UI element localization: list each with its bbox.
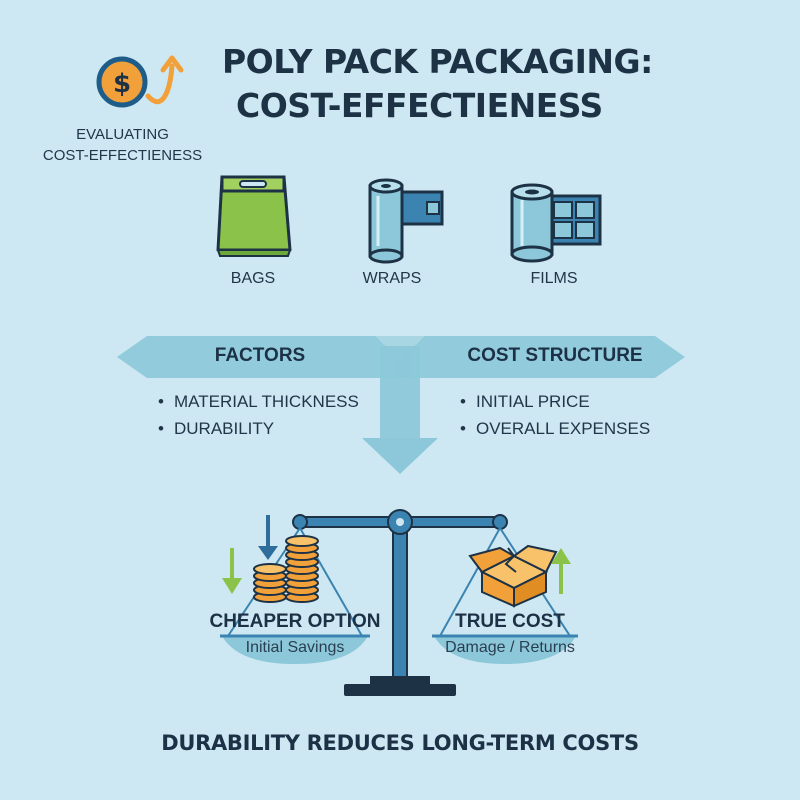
coin-stack-icon: [253, 535, 319, 603]
title-line-1: POLY PACK PACKAGING:: [222, 42, 653, 81]
arrow-down-icon: [258, 515, 278, 560]
list-item: MATERIAL THICKNESS: [158, 388, 359, 415]
footer-statement: DURABILITY REDUCES LONG-TERM COSTS: [161, 731, 639, 755]
factors-list: MATERIAL THICKNESS DURABILITY: [158, 388, 359, 442]
evaluating-label: EVALUATING COST-EFFECTIENESS: [30, 124, 215, 166]
factors-title: FACTORS: [214, 345, 306, 366]
dollar-growth-icon: $: [96, 55, 184, 108]
evaluating-line-1: EVALUATING: [76, 126, 169, 143]
balance-scale: [220, 509, 578, 696]
wrap-roll-icon: [368, 178, 444, 264]
factors-cost-band: [117, 336, 685, 474]
cost-structure-list: INITIAL PRICE OVERALL EXPENSES: [460, 388, 650, 442]
list-item: INITIAL PRICE: [460, 388, 650, 415]
list-item: DURABILITY: [158, 415, 359, 442]
evaluating-line-2: COST-EFFECTIENESS: [42, 147, 203, 164]
title-line-2: COST-EFFECTIENESS: [236, 86, 603, 125]
svg-text:$: $: [113, 69, 131, 99]
product-label-wraps: WRAPS: [362, 270, 422, 287]
cheaper-option-subtitle: Initial Savings: [245, 639, 345, 656]
damaged-box-icon: [468, 544, 558, 608]
arrow-up-green-icon: [551, 548, 571, 594]
film-roll-icon: [510, 183, 602, 263]
product-label-bags: BAGS: [230, 270, 276, 287]
cheaper-option-title: CHEAPER OPTION: [209, 611, 381, 632]
cost-structure-title: COST STRUCTURE: [467, 345, 643, 366]
page-title: POLY PACK PACKAGING: COST-EFFECTIENESS: [222, 40, 662, 128]
list-item: OVERALL EXPENSES: [460, 415, 650, 442]
product-label-films: FILMS: [530, 270, 578, 287]
bag-icon: [216, 175, 292, 257]
true-cost-subtitle: Damage / Returns: [445, 639, 575, 656]
true-cost-title: TRUE COST: [455, 611, 565, 632]
arrow-down-green-icon: [222, 548, 242, 594]
